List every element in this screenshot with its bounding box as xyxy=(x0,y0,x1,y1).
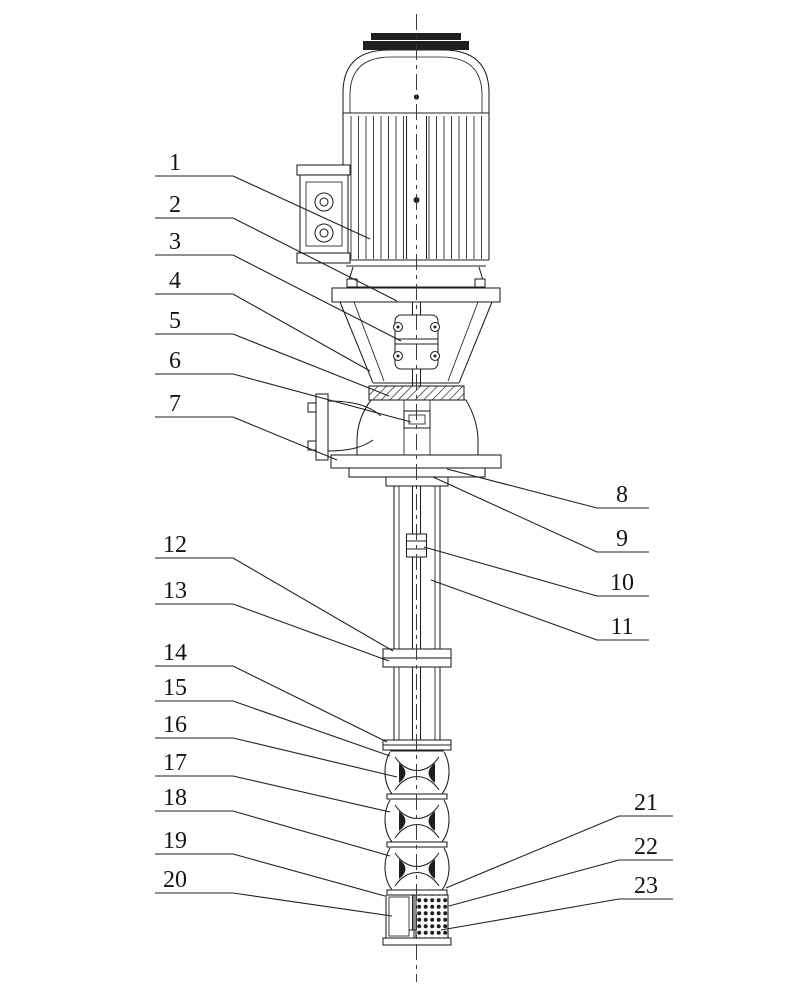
callout-8-label: 8 xyxy=(616,482,628,508)
callout-6-label: 6 xyxy=(169,348,181,374)
callout-15: 15 xyxy=(155,675,391,757)
callout-5-label: 5 xyxy=(169,308,181,334)
callouts: 1 2 3 4 5 6 7 8 xyxy=(155,150,673,931)
callout-2: 2 xyxy=(155,192,398,302)
bowl-stage-2 xyxy=(384,798,450,848)
callout-8: 8 xyxy=(446,468,649,509)
bottom-cover xyxy=(382,937,452,946)
suction-section xyxy=(382,894,452,946)
callout-12: 12 xyxy=(155,532,394,652)
callout-1: 1 xyxy=(155,150,371,240)
callout-2-label: 2 xyxy=(169,192,181,218)
callout-7-label: 7 xyxy=(169,391,181,417)
callout-3-label: 3 xyxy=(169,229,181,255)
callout-21: 21 xyxy=(445,790,673,889)
callout-9: 9 xyxy=(432,476,649,553)
callout-14-label: 14 xyxy=(163,640,187,666)
callout-13-label: 13 xyxy=(163,578,187,604)
callout-23: 23 xyxy=(440,873,673,931)
callout-1-label: 1 xyxy=(169,150,181,176)
callout-9-label: 9 xyxy=(616,526,628,552)
terminal-box xyxy=(296,164,351,264)
callout-21-label: 21 xyxy=(634,790,658,816)
callout-17-label: 17 xyxy=(163,750,187,776)
callout-23-label: 23 xyxy=(634,873,658,899)
callout-18-label: 18 xyxy=(163,785,187,811)
line-shaft xyxy=(411,486,422,750)
callout-20: 20 xyxy=(155,867,393,917)
callout-18: 18 xyxy=(155,785,391,857)
callout-13: 13 xyxy=(155,578,390,662)
callout-7: 7 xyxy=(155,391,338,461)
callout-4-label: 4 xyxy=(169,268,181,294)
callout-11: 11 xyxy=(430,579,649,641)
callout-3: 3 xyxy=(155,229,402,342)
callout-10-label: 10 xyxy=(610,570,634,596)
callout-6: 6 xyxy=(155,348,412,423)
discharge-elbow xyxy=(307,393,382,461)
callout-16-label: 16 xyxy=(163,712,187,738)
callout-14: 14 xyxy=(155,640,388,743)
callout-17: 17 xyxy=(155,750,391,813)
callout-4: 4 xyxy=(155,268,371,372)
column-pipe xyxy=(393,486,441,741)
coupling xyxy=(392,302,441,386)
callout-19-label: 19 xyxy=(163,828,187,854)
callout-12-label: 12 xyxy=(163,532,187,558)
callout-10: 10 xyxy=(423,546,649,597)
callout-19: 19 xyxy=(155,828,386,897)
motor-fins xyxy=(350,116,482,259)
callout-16: 16 xyxy=(155,712,398,778)
callout-11-label: 11 xyxy=(610,614,633,640)
callout-22-label: 22 xyxy=(634,834,658,860)
callout-20-label: 20 xyxy=(163,867,187,893)
suction-strainer xyxy=(415,894,449,939)
callout-15-label: 15 xyxy=(163,675,187,701)
callout-5: 5 xyxy=(155,308,390,397)
callout-22: 22 xyxy=(448,834,673,907)
